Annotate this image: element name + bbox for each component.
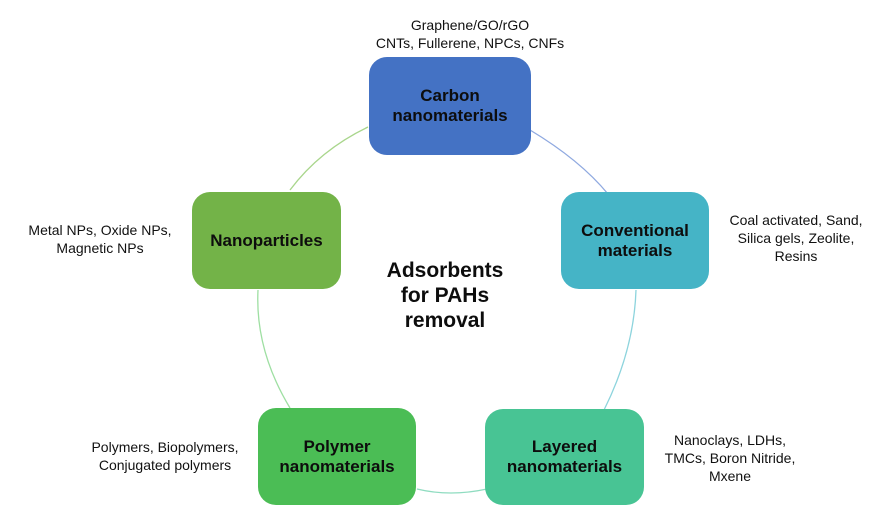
arc-layered-polymer bbox=[416, 488, 488, 494]
conventional-examples: Coal activated, Sand, Silica gels, Zeoli… bbox=[729, 212, 863, 264]
layered-examples: Nanoclays, LDHs, TMCs, Boron Nitride, Mx… bbox=[664, 432, 796, 484]
arc-conventional-layered bbox=[603, 289, 637, 411]
polymer-examples: Polymers, Biopolymers, Conjugated polyme… bbox=[91, 439, 239, 473]
arc-nanoparticles-carbon bbox=[289, 126, 369, 191]
arc-carbon-conventional bbox=[529, 129, 609, 195]
center-title: Adsorbents for PAHs removal bbox=[386, 259, 504, 332]
carbon-examples: Graphene/GO/rGO CNTs, Fullerene, NPCs, C… bbox=[375, 17, 565, 51]
node-nanoparticles: Nanoparticles bbox=[192, 192, 341, 289]
nanoparticles-examples: Metal NPs, Oxide NPs, Magnetic NPs bbox=[28, 222, 172, 256]
arc-polymer-nanoparticles bbox=[257, 289, 291, 409]
